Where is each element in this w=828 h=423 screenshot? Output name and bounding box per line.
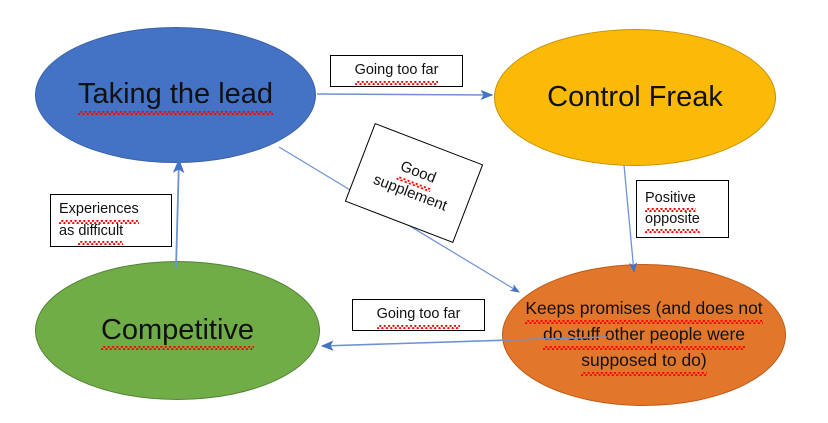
edge-label-experiences-as-difficult-text: Experiences as difficult: [51, 197, 171, 245]
node-keeps-promises-label: Keeps promises (and does not do stuff ot…: [515, 296, 772, 376]
edge-label-going-too-far-bottom[interactable]: Going too far: [352, 299, 485, 331]
node-competitive-label: Competitive: [91, 313, 264, 351]
node-control-freak[interactable]: Control Freak: [494, 29, 776, 166]
edge-label-experiences-as-difficult[interactable]: Experiences as difficult: [50, 194, 172, 247]
edge-label-good-supplement[interactable]: Good supplement: [344, 123, 484, 243]
edge-competitive-to-lead: [172, 158, 185, 269]
edge-lead-to-freak: [316, 89, 494, 101]
edge-label-going-too-far-top-text: Going too far: [331, 58, 462, 85]
node-competitive[interactable]: Competitive: [35, 261, 320, 400]
edge-label-going-too-far-bottom-text: Going too far: [353, 302, 484, 329]
edge-label-good-supplement-text: Good supplement: [370, 157, 450, 215]
edge-label-positive-opposite[interactable]: Positive opposite: [636, 180, 729, 238]
node-taking-the-lead[interactable]: Taking the lead: [35, 27, 316, 163]
node-taking-the-lead-label: Taking the lead: [68, 77, 283, 116]
edge-freak-to-promises: [623, 164, 638, 274]
edge-label-going-too-far-top[interactable]: Going too far: [330, 55, 463, 87]
node-keeps-promises[interactable]: Keeps promises (and does not do stuff ot…: [502, 264, 786, 406]
edge-label-positive-opposite-text: Positive opposite: [637, 186, 728, 234]
node-control-freak-label: Control Freak: [547, 80, 723, 113]
